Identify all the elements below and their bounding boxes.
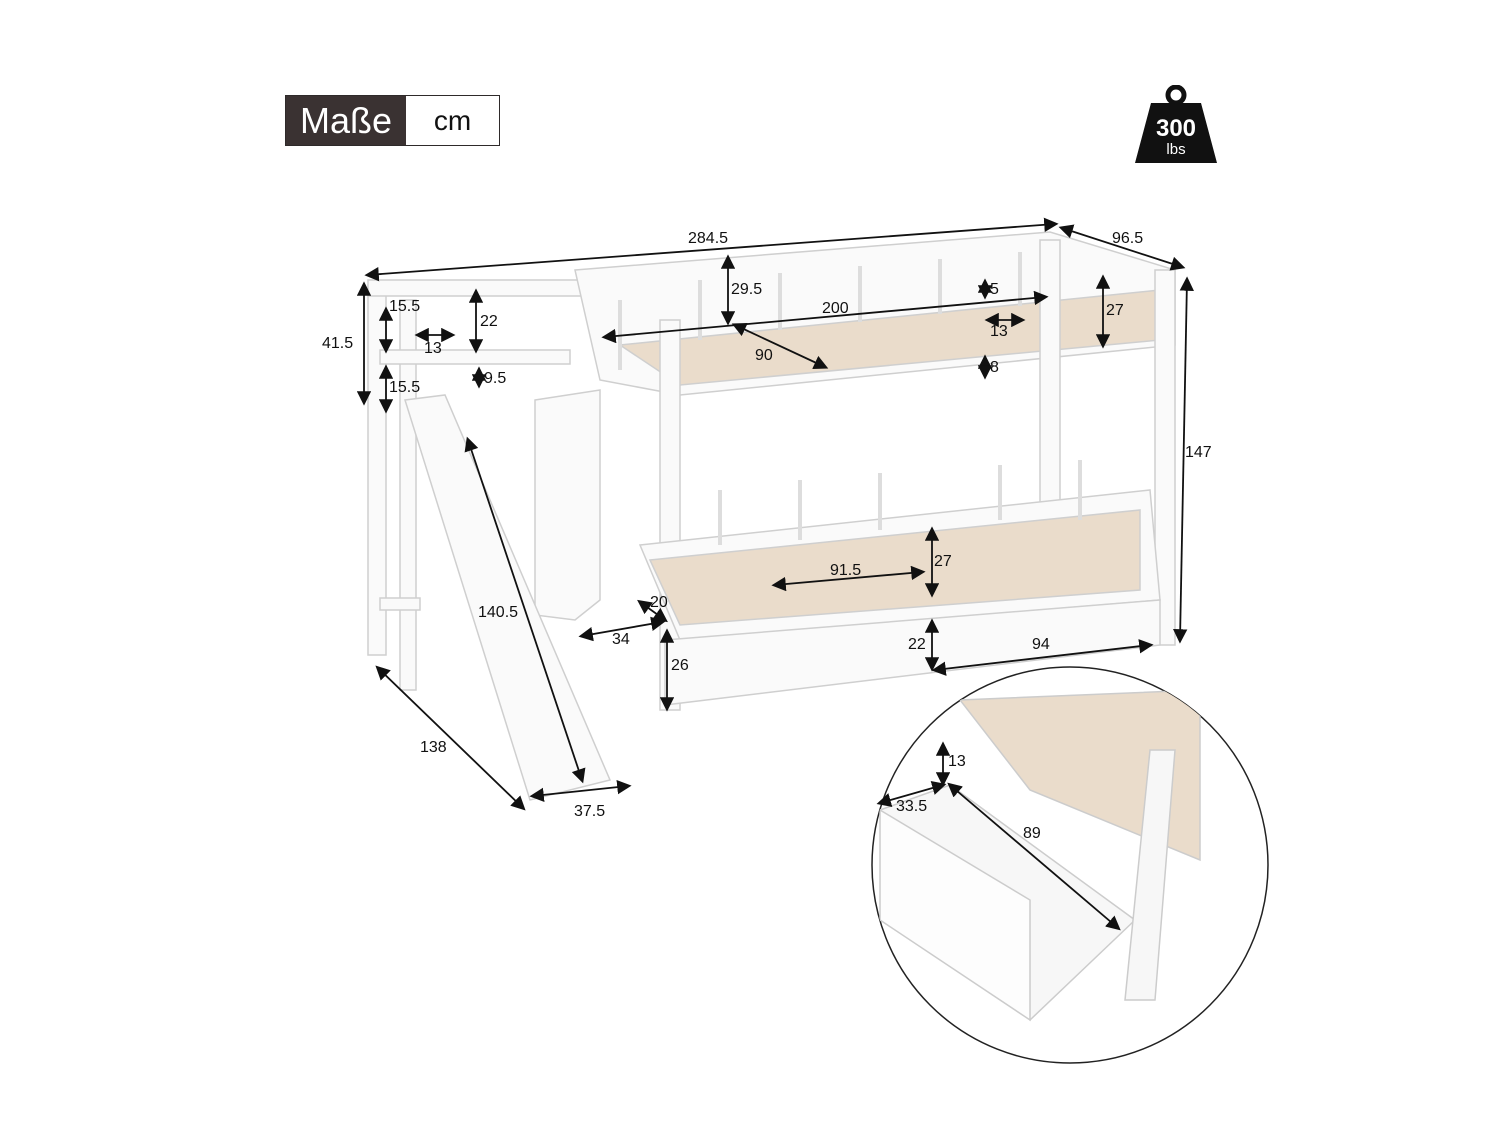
dim-lower-rail-height: 27 — [934, 553, 952, 570]
dim-platform-bottom-gap: 9.5 — [484, 370, 507, 387]
dim-drawer-length: 94 — [1032, 636, 1050, 653]
dim-platform-height: 41.5 — [322, 335, 354, 352]
dim-platform-slat-spacing: 13 — [424, 340, 442, 357]
dim-inset-drawer-width: 33.5 — [896, 798, 928, 815]
dim-inset-drawer-height: 13 — [948, 753, 966, 770]
dim-mattress-width: 90 — [755, 347, 773, 364]
dim-depth: 96.5 — [1112, 230, 1144, 247]
dim-stair-step: 20 — [650, 594, 668, 611]
dim-slide-floor-length: 138 — [420, 739, 447, 756]
dim-drawer-base-height: 26 — [671, 657, 689, 674]
dim-mattress-length: 200 — [822, 300, 849, 317]
dimension-lines — [356, 217, 1194, 811]
dim-upper-end-rail: 27 — [1106, 302, 1124, 319]
dim-upper-rail-height: 29.5 — [731, 281, 763, 298]
dim-total-length: 284.5 — [688, 230, 729, 247]
units-title: Maße — [286, 96, 406, 145]
dim-lower-opening: 91.5 — [830, 562, 862, 579]
dim-slide-width: 37.5 — [574, 803, 606, 820]
dim-slide-length: 140.5 — [478, 604, 519, 621]
dim-platform-upper-gap: 15.5 — [389, 298, 421, 315]
dim-upper-slat-spacing: 13 — [990, 323, 1008, 340]
units-value: cm — [433, 104, 472, 136]
dim-upper-top-gap: 5 — [990, 281, 999, 298]
dim-platform-lower-gap: 15.5 — [389, 379, 421, 396]
units-badge: Maße cm — [285, 95, 500, 146]
dim-total-height: 147 — [1185, 444, 1212, 461]
dim-inset-drawer-depth: 89 — [1023, 825, 1041, 842]
weight-value: 300 — [1155, 115, 1197, 142]
drawer-detail-inset — [871, 666, 1269, 1064]
weight-unit: lbs — [1166, 141, 1186, 158]
dim-upper-frame-height: 8 — [990, 359, 999, 376]
dim-platform-rail-height: 22 — [480, 313, 498, 330]
dim-stair-depth: 34 — [612, 631, 630, 648]
weight-icon: 300 lbs — [1133, 84, 1219, 165]
dim-drawer-height: 22 — [908, 636, 926, 653]
